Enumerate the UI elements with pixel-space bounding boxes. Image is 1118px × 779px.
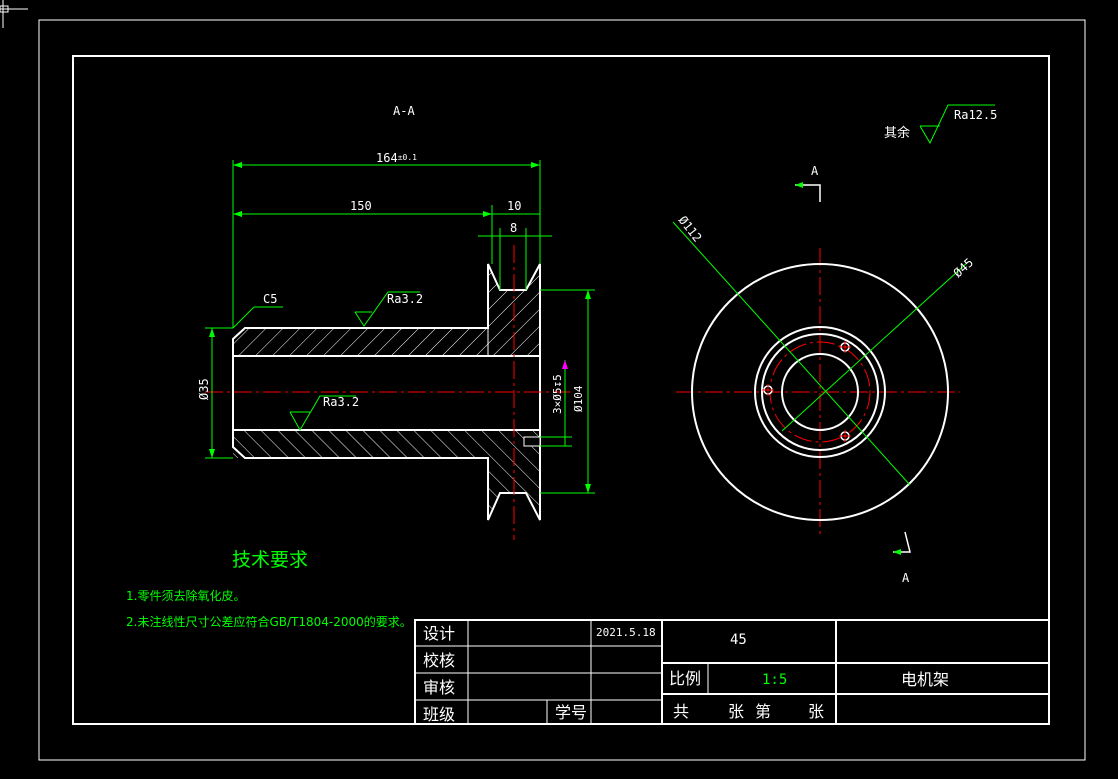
- roughness-note: 其余 Ra12.5: [884, 104, 997, 145]
- section-body: [232, 263, 541, 521]
- dim-outer-diameter: Ø112: [676, 213, 705, 244]
- class-label: 班级: [423, 705, 455, 724]
- tech-requirements-title: 技术要求: [232, 549, 308, 571]
- dim-rim-width: 10: [507, 199, 521, 213]
- student-id-label: 学号: [555, 703, 587, 722]
- cut-label-bottom: A: [902, 571, 910, 585]
- dim-holes: 3×Ø5↧5: [551, 374, 564, 414]
- sheet-total-label: 共: [673, 702, 689, 721]
- sheet-unit-label-2: 张: [808, 702, 824, 721]
- roughness-note-prefix: 其余: [884, 125, 910, 141]
- dim-overall-length: 164±0.1: [376, 151, 417, 165]
- outer-rim-circle: [691, 263, 949, 521]
- scale-value: 1:5: [762, 672, 787, 688]
- tech-requirement-item: 1.零件须去除氧化皮。: [126, 588, 245, 603]
- hub-outer-circle: [754, 326, 886, 458]
- chamfer-label: C5: [263, 292, 277, 306]
- dim-groove-width: 8: [510, 221, 517, 235]
- tech-requirements: 技术要求 1.零件须去除氧化皮。 2.未注线性尺寸公差应符合GB/T1804-2…: [126, 549, 412, 629]
- design-date: 2021.5.18: [596, 626, 656, 639]
- material: 45: [730, 632, 747, 648]
- cut-label-top: A: [811, 164, 819, 178]
- review-label: 审核: [423, 678, 455, 697]
- scale-label: 比例: [669, 669, 701, 688]
- roughness-bore: Ra3.2: [323, 395, 359, 409]
- bore-circle: [781, 353, 859, 431]
- sheet-unit-label: 张: [728, 702, 744, 721]
- section-label: A-A: [393, 104, 415, 118]
- dim-rim-diameter: Ø104: [572, 385, 585, 412]
- dim-bolt-circle: Ø45: [951, 255, 976, 280]
- tech-requirement-item: 2.未注线性尺寸公差应符合GB/T1804-2000的要求。: [126, 614, 412, 629]
- part-name: 电机架: [901, 670, 949, 689]
- ucs-icon: [0, 0, 28, 28]
- dim-hub-length: 150: [350, 199, 372, 213]
- dim-bore-diameter: Ø35: [197, 378, 211, 400]
- sheet-index-label: 第: [755, 702, 771, 721]
- hub-step-circle: [761, 333, 879, 451]
- design-label: 设计: [423, 624, 455, 643]
- roughness-note-value: Ra12.5: [954, 108, 997, 122]
- outer-frame: [38, 19, 1086, 761]
- title-block: 设计 校核 审核 班级 学号 比例 电机架 共 张 第 张 2021.5.18 …: [414, 619, 1050, 725]
- check-label: 校核: [423, 651, 455, 670]
- roughness-outer: Ra3.2: [387, 292, 423, 306]
- side-view: A A Ø112 Ø45: [672, 164, 976, 585]
- section-view: A-A: [197, 104, 595, 540]
